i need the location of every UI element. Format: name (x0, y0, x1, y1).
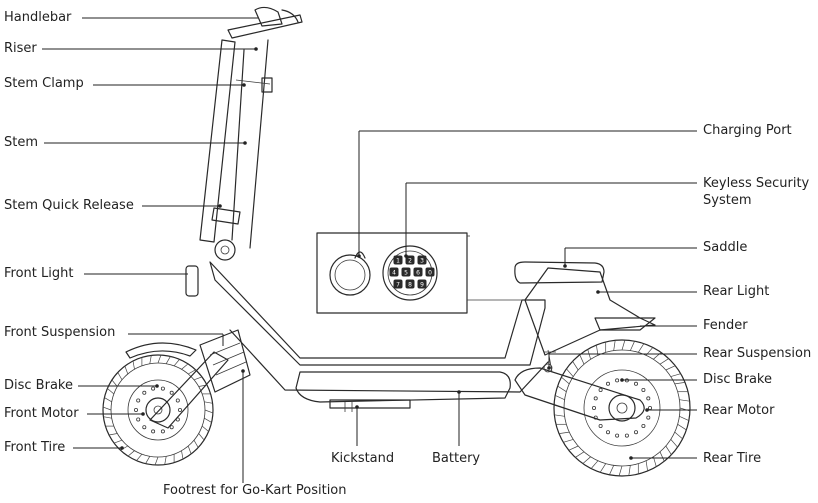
keypad-key (401, 267, 411, 277)
keypad-key-label: 7 (396, 282, 400, 289)
keypad-key (405, 279, 415, 289)
label-handlebar: Handlebar (4, 10, 72, 25)
keypad-key-label: 4 (392, 270, 396, 277)
label-rear-light: Rear Light (703, 284, 770, 299)
label-riser: Riser (4, 41, 37, 56)
label-footrest: Footrest for Go-Kart Position (163, 483, 347, 498)
keypad-key-label: 9 (420, 282, 424, 289)
label-rear-tire: Rear Tire (703, 451, 762, 466)
keypad-key-label: 6 (416, 270, 420, 277)
label-charging-port: Charging Port (703, 123, 792, 138)
label-fender: Fender (703, 318, 748, 333)
keypad-key (405, 255, 415, 265)
front-wheel (102, 354, 214, 466)
keypad-key-label: 2 (408, 258, 412, 265)
label-rear-motor: Rear Motor (703, 403, 775, 418)
keypad-key (393, 279, 403, 289)
label-keyless-line2: System (703, 193, 752, 208)
keypad-key (425, 267, 435, 277)
stem-tube (199, 39, 236, 243)
label-keyless-line1: Keyless Security (703, 176, 810, 191)
label-front-light: Front Light (4, 266, 74, 281)
keypad-key-label: 1 (396, 258, 400, 265)
label-saddle: Saddle (703, 240, 748, 255)
label-disc-brake-front: Disc Brake (4, 378, 73, 393)
front-swingarm (149, 351, 229, 429)
label-front-motor: Front Motor (4, 406, 79, 421)
rear-swingarm (514, 367, 645, 421)
saddle-shape (514, 261, 605, 284)
label-front-suspension: Front Suspension (4, 325, 116, 340)
label-stem-clamp: Stem Clamp (4, 76, 84, 91)
keypad-key-label: 3 (420, 258, 424, 265)
keypad-key-label: 5 (404, 270, 408, 277)
inset-box (316, 232, 468, 314)
keypad-key (389, 267, 399, 277)
label-disc-brake-rear: Disc Brake (703, 372, 772, 387)
keypad-key (417, 255, 427, 265)
deck-frame (209, 261, 546, 366)
rear-wheel (553, 339, 691, 477)
label-rear-suspension: Rear Suspension (703, 346, 812, 361)
label-battery: Battery (432, 451, 481, 466)
battery-body (295, 371, 511, 403)
handlebar-bar (227, 14, 303, 39)
keypad-key-label: 0 (428, 270, 432, 277)
label-front-tire: Front Tire (4, 440, 66, 455)
label-kickstand: Kickstand (331, 451, 395, 466)
keypad-key-label: 8 (408, 282, 412, 289)
keypad-key (413, 267, 423, 277)
keypad-key (393, 255, 403, 265)
keypad-key (417, 279, 427, 289)
label-stem: Stem (4, 135, 39, 150)
label-stem-quick-release: Stem Quick Release (4, 198, 134, 213)
